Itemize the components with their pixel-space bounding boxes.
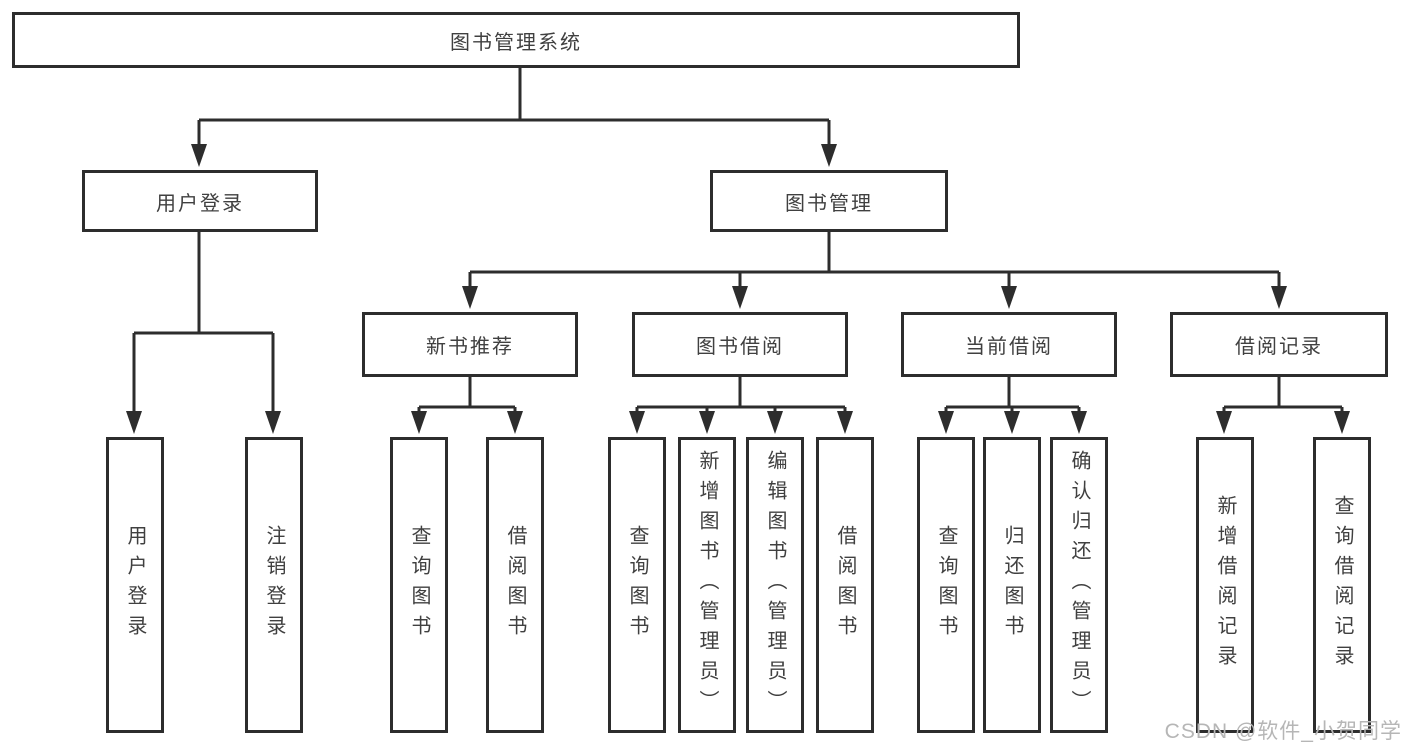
leaf-return-books: 归还图书 [983,437,1041,733]
arrowhead [411,411,427,434]
arrowhead [699,411,715,434]
arrowhead [507,411,523,434]
leaf-query-books-1: 查询图书 [390,437,448,733]
arrowhead [1271,286,1287,309]
leaf-user-login: 用户登录 [106,437,164,733]
node-book-borrowing: 图书借阅 [632,312,848,377]
connector-root-to-level2 [197,68,831,150]
leaf-edit-books-admin: 编辑图书（管理员） [746,437,804,733]
leaf-query-books-3: 查询图书 [917,437,975,733]
arrowhead [265,411,281,434]
arrowhead [462,286,478,309]
node-borrowing-records: 借阅记录 [1170,312,1388,377]
arrowheads [126,144,1350,434]
leaf-add-borrow-record: 新增借阅记录 [1196,437,1254,733]
arrowhead [821,144,837,167]
arrowhead [1004,411,1020,434]
leaf-add-books-admin: 新增图书（管理员） [678,437,736,733]
leaf-borrow-books-2: 借阅图书 [816,437,874,733]
connector-book-mgmt-to-level3 [468,232,1281,294]
leaf-logout: 注销登录 [245,437,303,733]
connector-borrow-records-to-leaves [1222,377,1344,418]
arrowhead [1216,411,1232,434]
arrowhead [1001,286,1017,309]
node-library-management-system: 图书管理系统 [12,12,1020,68]
leaf-query-borrow-record: 查询借阅记录 [1313,437,1371,733]
arrowhead [767,411,783,434]
arrowhead [1071,411,1087,434]
arrowhead [732,286,748,309]
connector-book-borrow-to-leaves [635,377,847,418]
node-new-book-recommendation: 新书推荐 [362,312,578,377]
leaf-query-books-2: 查询图书 [608,437,666,733]
leaf-confirm-return-admin: 确认归还（管理员） [1050,437,1108,733]
node-current-borrowing: 当前借阅 [901,312,1117,377]
arrowhead [837,411,853,434]
arrowhead [1334,411,1350,434]
arrowhead [629,411,645,434]
node-book-management: 图书管理 [710,170,948,232]
arrowhead [938,411,954,434]
arrowhead [126,411,142,434]
node-user-login: 用户登录 [82,170,318,232]
leaf-borrow-books-1: 借阅图书 [486,437,544,733]
arrowhead [191,144,207,167]
connector-user-login-to-leaves [132,232,275,418]
csdn-watermark: CSDN @软件_小贺同学 [1164,720,1402,743]
connector-new-book-rec-to-leaves [417,377,517,418]
